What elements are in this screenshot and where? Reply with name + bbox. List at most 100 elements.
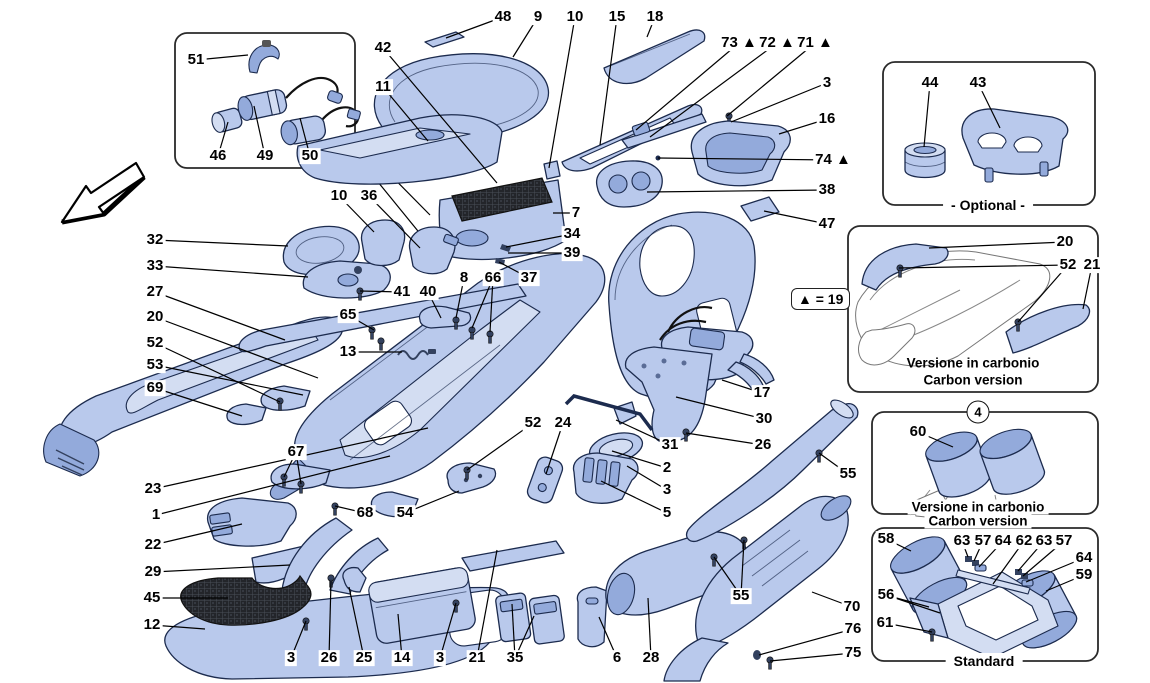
callout-30: 30 bbox=[753, 410, 775, 428]
optional-box-label: - Optional - bbox=[943, 197, 1033, 213]
callout-40: 40 bbox=[417, 283, 439, 301]
leader-line-42 bbox=[382, 47, 498, 184]
console-bin-part bbox=[438, 160, 567, 261]
leader-line-75 bbox=[769, 652, 854, 662]
leader-line-33 bbox=[154, 265, 309, 278]
callout-34: 34 bbox=[561, 225, 583, 243]
callout-50: 50 bbox=[299, 147, 321, 165]
leader-line-47 bbox=[763, 210, 828, 225]
leader-line-73 bbox=[635, 42, 740, 131]
callout-20: 20 bbox=[1054, 233, 1076, 251]
callout-25: 25 bbox=[353, 649, 375, 667]
callout-68: 68 bbox=[354, 504, 376, 522]
callout-24: 24 bbox=[552, 414, 574, 432]
leader-line-29 bbox=[152, 564, 291, 573]
callout-28: 28 bbox=[640, 649, 662, 667]
left-sill-parts bbox=[43, 283, 527, 477]
carbon-cupholders-label-en: Carbon version bbox=[924, 513, 1032, 529]
callout-63: 63 bbox=[1033, 532, 1055, 550]
callout-74: 74 ▲ bbox=[813, 151, 853, 169]
rear-tray-part bbox=[690, 120, 791, 187]
leader-line-35 bbox=[511, 603, 516, 659]
leader-line-72 bbox=[649, 42, 778, 138]
carbon-tunnel-parts bbox=[855, 243, 1091, 367]
callout-17: 17 bbox=[751, 384, 773, 402]
callout-38: 38 bbox=[816, 181, 838, 199]
callout-49: 49 bbox=[254, 147, 276, 165]
callout-67: 67 bbox=[285, 443, 307, 461]
leader-line-10 bbox=[548, 16, 576, 169]
callout-21: 21 bbox=[466, 649, 488, 667]
callout-46: 46 bbox=[207, 147, 229, 165]
carbon-tunnel-label-it: Versione in carbonio bbox=[906, 355, 1040, 371]
callout-5: 5 bbox=[660, 504, 674, 522]
carbon-cupholders-badge: 4 bbox=[966, 400, 990, 424]
leader-line-15 bbox=[599, 16, 618, 146]
callout-29: 29 bbox=[142, 563, 164, 581]
rubber-mat-part bbox=[451, 177, 553, 222]
callout-76: 76 bbox=[842, 620, 864, 638]
leader-line-55 bbox=[740, 539, 745, 597]
patch-part bbox=[740, 196, 780, 222]
callout-7: 7 bbox=[569, 204, 583, 222]
leader-line-3 bbox=[730, 82, 828, 123]
callout-45: 45 bbox=[141, 589, 163, 607]
callout-66: 66 bbox=[482, 269, 504, 287]
leader-line-32 bbox=[154, 239, 289, 247]
callout-72: 72 ▲ bbox=[757, 34, 797, 52]
rear-frame-part bbox=[561, 103, 733, 172]
callout-55: 55 bbox=[730, 587, 752, 605]
leader-line-3 bbox=[439, 602, 457, 659]
leader-line-74 bbox=[657, 157, 834, 161]
callout-41: 41 bbox=[391, 283, 413, 301]
leader-line-49 bbox=[253, 105, 266, 157]
leader-line-53 bbox=[154, 364, 304, 396]
callout-57: 57 bbox=[1053, 532, 1075, 550]
leader-line-21 bbox=[476, 549, 498, 659]
callout-51: 51 bbox=[185, 51, 207, 69]
callout-52: 52 bbox=[522, 414, 544, 432]
callout-52: 52 bbox=[1057, 256, 1079, 274]
leader-line-76 bbox=[758, 628, 854, 656]
callout-48: 48 bbox=[492, 8, 514, 26]
leader-line-1 bbox=[155, 455, 391, 516]
direction-arrow-icon bbox=[60, 161, 146, 225]
leader-line-30 bbox=[675, 396, 765, 420]
callout-8: 8 bbox=[457, 269, 471, 287]
callout-36: 36 bbox=[358, 187, 380, 205]
callout-33: 33 bbox=[144, 257, 166, 275]
callout-32: 32 bbox=[144, 231, 166, 249]
callout-71: 71 ▲ bbox=[795, 34, 835, 52]
callout-35: 35 bbox=[504, 649, 526, 667]
callout-18: 18 bbox=[644, 8, 666, 26]
cupholder-insert-part bbox=[596, 160, 663, 208]
callout-9: 9 bbox=[531, 8, 545, 26]
accessories-box bbox=[174, 32, 356, 169]
callout-70: 70 bbox=[841, 598, 863, 616]
callout-3: 3 bbox=[433, 649, 447, 667]
rear-lid-part bbox=[603, 29, 706, 85]
center-trim-parts bbox=[370, 456, 565, 572]
callout-57: 57 bbox=[972, 532, 994, 550]
callout-37: 37 bbox=[518, 269, 540, 287]
leader-line-5 bbox=[600, 480, 668, 514]
armrest-base-part bbox=[296, 114, 503, 185]
callout-44: 44 bbox=[919, 74, 941, 92]
air-duct-parts bbox=[663, 399, 859, 682]
callout-59: 59 bbox=[1073, 566, 1095, 584]
ecu-bracket-parts bbox=[206, 463, 389, 595]
callout-10: 10 bbox=[564, 8, 586, 26]
leader-line-28 bbox=[647, 597, 652, 659]
callout-63: 63 bbox=[951, 532, 973, 550]
leader-line-24 bbox=[545, 422, 564, 475]
callout-60: 60 bbox=[907, 423, 929, 441]
callout-26: 26 bbox=[318, 649, 340, 667]
carbon-tunnel-label-en: Carbon version bbox=[923, 372, 1023, 388]
callout-22: 22 bbox=[142, 536, 164, 554]
callout-73: 73 ▲ bbox=[719, 34, 759, 52]
callout-62: 62 bbox=[1013, 532, 1035, 550]
switch-block-parts bbox=[495, 531, 749, 648]
callout-47: 47 bbox=[816, 215, 838, 233]
